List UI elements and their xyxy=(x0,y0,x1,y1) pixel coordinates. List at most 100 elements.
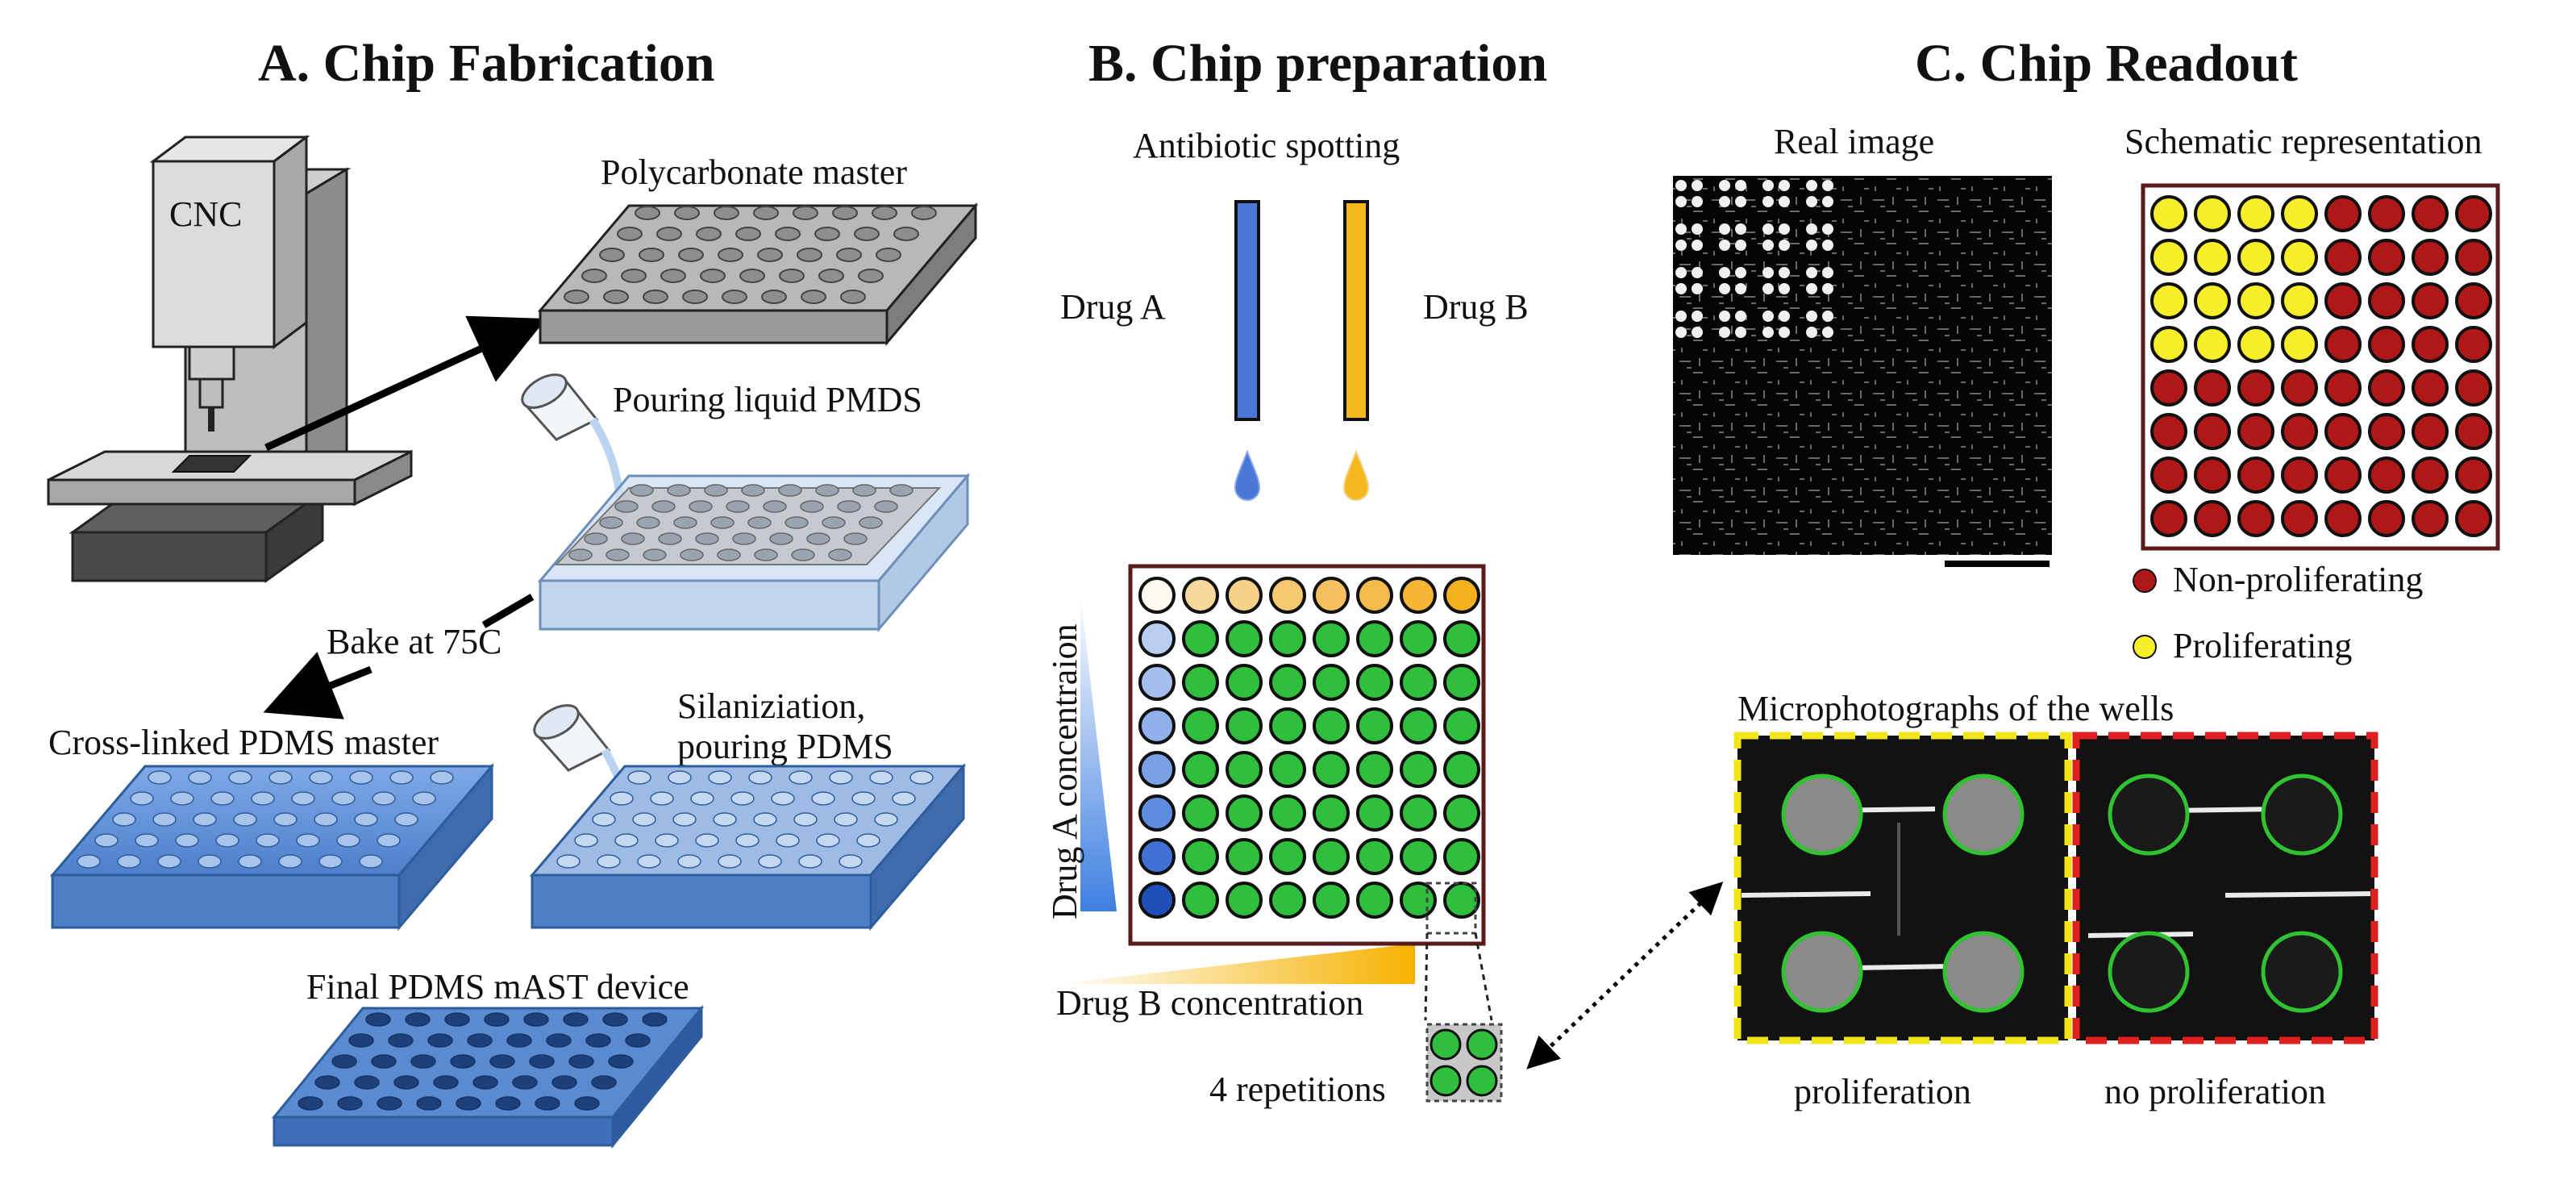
drug-well xyxy=(1226,794,1263,832)
pdms-pillar xyxy=(389,770,414,785)
non-proliferating-well xyxy=(2368,500,2405,537)
pdms-pillar xyxy=(851,791,876,806)
pdms-pillar xyxy=(793,812,818,827)
bright-well-dot xyxy=(1692,327,1703,338)
device-well xyxy=(337,1096,363,1111)
liquid-hole xyxy=(636,516,660,529)
device-well xyxy=(467,1033,493,1048)
cnc-machine: CNC xyxy=(47,135,413,583)
non-proliferating-well xyxy=(2455,282,2492,319)
device-well xyxy=(495,1096,521,1111)
proliferating-well xyxy=(2281,195,2318,232)
pdms-pillar xyxy=(94,833,119,848)
pdms-pillar xyxy=(816,833,840,848)
non-proliferating-well xyxy=(2324,239,2362,276)
pdms-pillar xyxy=(708,770,732,785)
device-well xyxy=(388,1033,414,1048)
non-proliferating-well xyxy=(2368,413,2405,450)
pdms-pillar xyxy=(690,791,714,806)
proliferating-well xyxy=(2237,326,2274,363)
master-hole xyxy=(635,206,660,220)
liquid-hole xyxy=(606,548,630,561)
master-hole xyxy=(660,269,686,283)
liquid-hole xyxy=(673,516,697,529)
pdms-pillar xyxy=(735,833,759,848)
pdms-pillar xyxy=(632,812,656,827)
pdms-pillar xyxy=(117,854,141,869)
liquid-hole xyxy=(643,548,667,561)
master-hole xyxy=(858,269,884,283)
drug-well xyxy=(1269,664,1306,701)
liquid-hole xyxy=(747,516,772,529)
drug-well xyxy=(1182,664,1219,701)
link-arrow xyxy=(1526,882,1724,1070)
pdms-pillar xyxy=(597,854,621,869)
pdms-pillar xyxy=(77,854,101,869)
pdms-pillar xyxy=(309,770,333,785)
bright-well-dot xyxy=(1675,283,1687,294)
device-well xyxy=(472,1075,498,1090)
drug-a-gradient xyxy=(1080,593,1117,911)
device-well xyxy=(574,1096,600,1111)
drug-well xyxy=(1226,838,1263,875)
liquid-hole xyxy=(717,548,741,561)
bright-well-dot xyxy=(1779,327,1790,338)
drug-well xyxy=(1138,794,1176,832)
pdms-pillar xyxy=(135,833,159,848)
pdms-pillar xyxy=(130,791,154,806)
proliferating-well xyxy=(2281,239,2318,276)
device-well xyxy=(591,1075,617,1090)
drug-well xyxy=(1138,838,1176,875)
drug-well xyxy=(1269,751,1306,788)
bright-well-dot xyxy=(1692,240,1703,251)
master-hole xyxy=(674,206,700,220)
drug-well xyxy=(1313,794,1350,832)
drug-well xyxy=(1182,838,1219,875)
non-proliferating-well xyxy=(2150,457,2187,494)
non-proliferating-well xyxy=(2455,500,2492,537)
master-hole xyxy=(779,269,805,283)
master-hole xyxy=(818,269,844,283)
pdms-pillar xyxy=(909,770,934,785)
non-proliferating-well xyxy=(2237,457,2274,494)
bright-well-dot xyxy=(1719,267,1730,278)
liquid-hole xyxy=(667,484,691,497)
master-hole xyxy=(814,227,840,241)
master-hole xyxy=(682,290,708,304)
bright-well-dot xyxy=(1762,267,1774,278)
device-well xyxy=(625,1033,651,1048)
pdms-pillar xyxy=(314,812,338,827)
drug-well xyxy=(1443,838,1480,875)
device-well xyxy=(371,1054,397,1069)
bright-well-dot xyxy=(1822,267,1833,278)
liquid-hole xyxy=(658,532,682,545)
drug-well xyxy=(1356,794,1393,832)
master-hole xyxy=(643,290,668,304)
device-well xyxy=(642,1012,668,1027)
bright-well-dot xyxy=(1719,240,1730,251)
liquid-hole xyxy=(800,500,824,513)
arrow-bake-down xyxy=(263,652,372,719)
bright-well-dot xyxy=(1762,180,1774,191)
liquid-hole xyxy=(689,500,713,513)
device-well xyxy=(393,1075,419,1090)
pdms-pillar xyxy=(349,770,373,785)
drug-well xyxy=(1400,838,1437,875)
pdms-pillar xyxy=(771,791,795,806)
pdms-pillar xyxy=(677,854,701,869)
silanization-line2: pouring PDMS xyxy=(677,727,893,766)
pdms-pillar xyxy=(210,791,235,806)
device-well xyxy=(506,1033,532,1048)
bright-well-dot xyxy=(1779,196,1790,207)
liquid-hole xyxy=(599,516,623,529)
drug-well xyxy=(1400,620,1437,657)
non-proliferating-well xyxy=(2324,500,2362,537)
repetition-wells xyxy=(1429,1028,1498,1097)
bright-well-dot xyxy=(1719,283,1730,294)
bright-well-dot xyxy=(1719,196,1730,207)
pdms-pillar xyxy=(718,854,742,869)
bright-well-dot xyxy=(1735,311,1746,322)
bright-well-dot xyxy=(1822,240,1833,251)
non-proliferating-well xyxy=(2150,500,2187,537)
proliferating-well xyxy=(2194,282,2231,319)
